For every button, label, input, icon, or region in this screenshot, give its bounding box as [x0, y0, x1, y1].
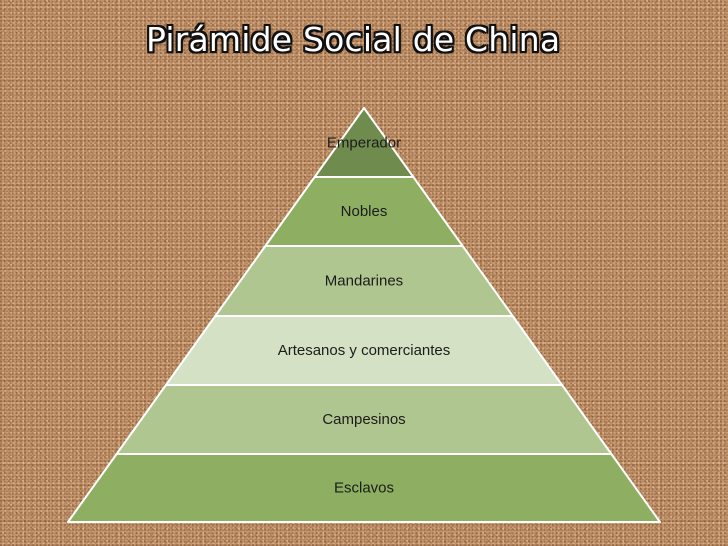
pyramid-layer-label-4: Artesanos y comerciantes	[278, 342, 451, 359]
pyramid-layer-label-5: Campesinos	[322, 411, 405, 428]
pyramid-layers	[67, 107, 661, 523]
pyramid-layer-label-2: Nobles	[341, 203, 388, 220]
slide-title: Pirámide Social de China	[146, 20, 561, 59]
pyramid-layer-label-1: Emperador	[327, 135, 401, 152]
pyramid-layer-label-6: Esclavos	[334, 480, 394, 497]
pyramid-layer-label-3: Mandarines	[325, 273, 403, 290]
pyramid-layer-6	[67, 453, 661, 523]
